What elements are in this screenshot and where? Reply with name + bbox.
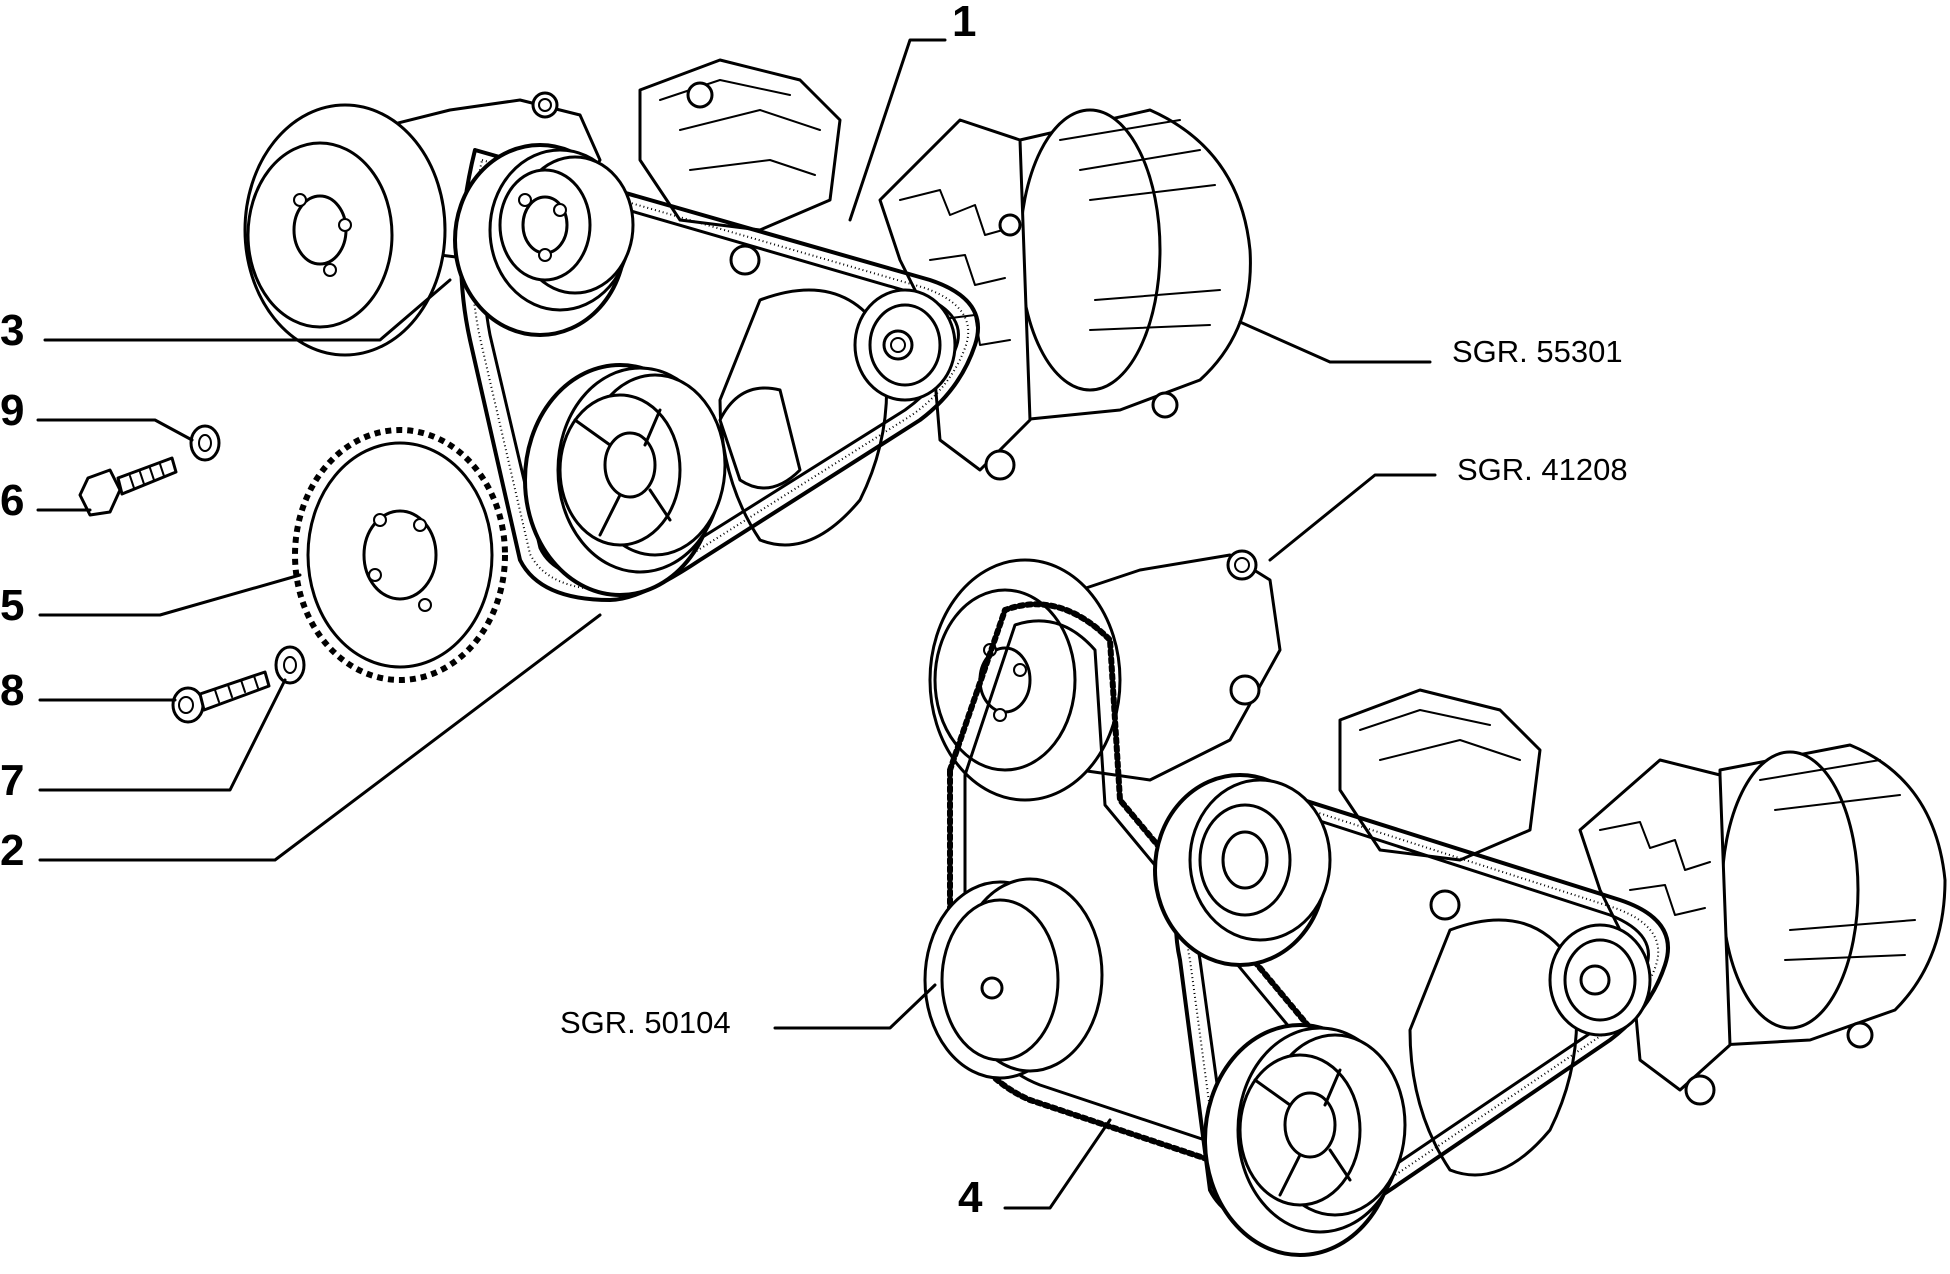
upper-assembly (78, 58, 1252, 724)
leader-9 (36, 418, 194, 442)
tensioner-pulley-lower (1548, 923, 1652, 1037)
leader-sgr-50104 (773, 983, 937, 1030)
callout-1: 1 (952, 0, 976, 46)
labels: 1 3 9 6 5 8 7 2 4 SGR. 55301 SGR. 41208 … (0, 0, 1628, 1222)
power-steering-pump-lower (1338, 688, 1542, 921)
callout-6: 6 (0, 476, 24, 525)
callout-5: 5 (0, 581, 24, 630)
water-pump-pulley-lower (928, 558, 1122, 802)
leader-5 (38, 573, 302, 617)
lower-assembly (923, 549, 1947, 1257)
leader-lines (36, 38, 1437, 1210)
main-pulley-upper (523, 363, 727, 597)
callout-8: 8 (0, 666, 24, 715)
socket-screw-8 (171, 670, 271, 724)
callout-9: 9 (0, 386, 24, 435)
ref-sgr-41208: SGR. 41208 (1457, 452, 1628, 487)
leader-4 (1003, 1118, 1112, 1210)
crankshaft-pulley-upper (453, 143, 635, 337)
ref-sgr-55301: SGR. 55301 (1452, 334, 1623, 369)
alternator-lower (1578, 743, 1947, 1106)
callout-4: 4 (958, 1173, 983, 1222)
leader-sgr-55301 (1238, 320, 1432, 364)
toothed-gear-5 (292, 427, 508, 683)
tensioner-pulley-upper (853, 288, 957, 402)
intermediate-pulley-lower (923, 877, 1104, 1080)
power-steering-pump-upper (638, 58, 842, 276)
leader-7 (38, 678, 287, 792)
engine-cover-upper (718, 288, 889, 547)
callout-3: 3 (0, 306, 24, 355)
leader-2 (38, 613, 602, 862)
main-pulley-lower (1203, 1023, 1407, 1257)
crankshaft-pulley-lower (1153, 773, 1332, 967)
ref-sgr-50104: SGR. 50104 (560, 1005, 731, 1040)
hex-bolt-6 (78, 456, 178, 517)
water-pump-pulley-upper (243, 103, 447, 357)
washer-9 (189, 424, 221, 462)
engine-cover-lower (1408, 918, 1579, 1177)
callout-2: 2 (0, 826, 24, 875)
alternator-upper (878, 108, 1252, 481)
callout-7: 7 (0, 756, 24, 805)
leader-sgr-41208 (1268, 473, 1437, 562)
leader-3 (43, 278, 452, 342)
washer-7 (274, 645, 306, 685)
leader-1 (848, 38, 947, 222)
